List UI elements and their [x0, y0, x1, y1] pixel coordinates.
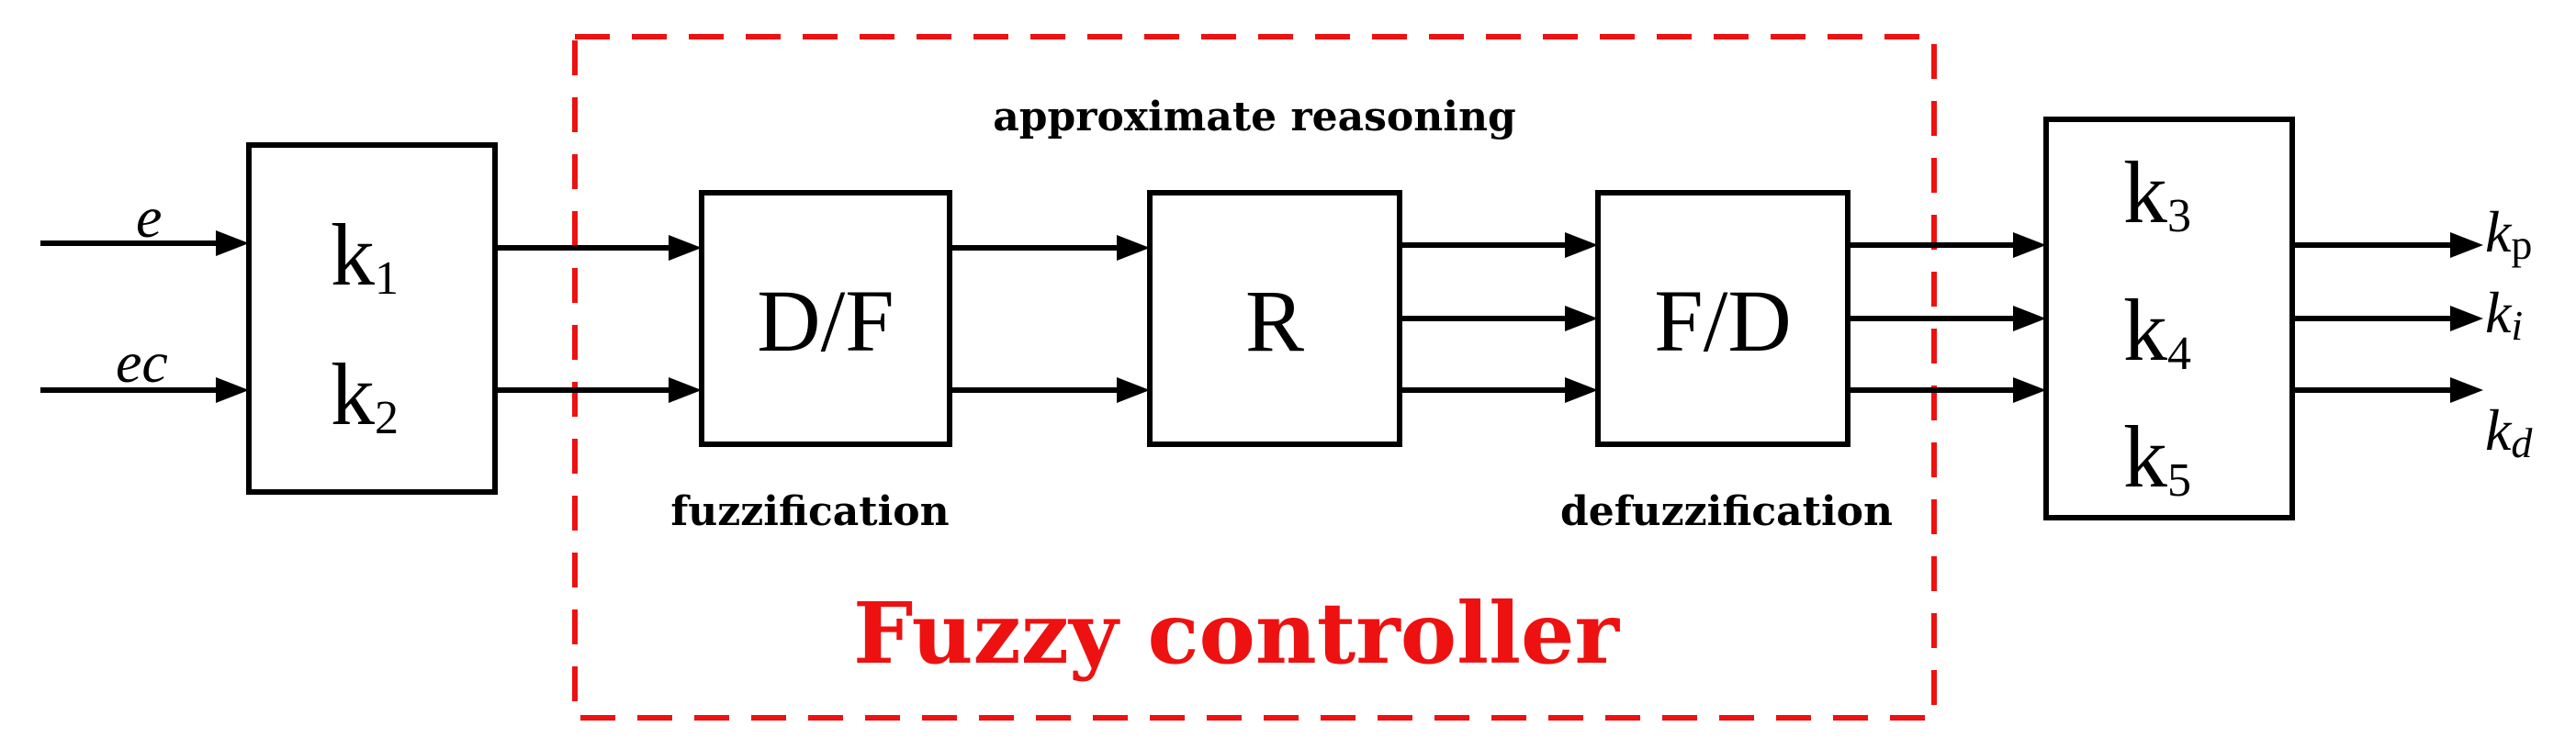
arrow-fd-to-k345-1-head: [2013, 232, 2046, 258]
output-ki-label: ki: [2485, 280, 2523, 349]
arrow-out-kp-head: [2450, 232, 2483, 258]
arrow-fd-to-k345-2-head: [2013, 306, 2046, 331]
input-ec-label: ec: [116, 330, 168, 395]
output-kp-label: kp: [2485, 199, 2532, 268]
arrow-out-ki-head: [2450, 306, 2483, 331]
arrow-out-kd-head: [2450, 377, 2483, 403]
gain-block-k1-k2: [246, 142, 498, 495]
fuzzification-block-label: D/F: [757, 272, 894, 370]
arrow-ec-to-k12-head: [216, 377, 249, 403]
arrow-k1-to-df-head: [669, 235, 702, 261]
fuzzification-block: [699, 190, 952, 447]
gain-k5-label: k5: [2123, 408, 2191, 507]
output-kd-label: kd: [2485, 397, 2533, 466]
gain-k2-label: k2: [331, 345, 399, 444]
defuzzification-caption: defuzzification: [1560, 488, 1893, 535]
arrow-r-to-fd-3-head: [1565, 377, 1598, 403]
arrow-r-to-fd-1-head: [1565, 232, 1598, 258]
gain-k4-label: k4: [2123, 281, 2191, 380]
defuzzification-block: [1595, 190, 1850, 447]
arrow-fd-to-k345-3-head: [2013, 377, 2046, 403]
fuzzification-caption: fuzzification: [670, 488, 949, 535]
input-e-label: e: [136, 184, 162, 250]
fuzzy-controller-title: Fuzzy controller: [853, 584, 1621, 683]
arrow-df-to-r-top-head: [1117, 235, 1150, 261]
gain-block-k3-k4-k5: [2043, 117, 2295, 520]
defuzzification-block-label: F/D: [1654, 272, 1791, 370]
gain-k1-label: k1: [331, 206, 399, 305]
arrow-df-to-r-bottom-head: [1117, 377, 1150, 403]
reasoning-block-label: R: [1245, 272, 1304, 370]
approximate-reasoning-caption: approximate reasoning: [993, 94, 1516, 140]
arrow-k2-to-df-head: [669, 377, 702, 403]
arrow-e-to-k12-head: [216, 230, 249, 256]
signal-arrows: [40, 230, 2483, 403]
reasoning-block: [1147, 190, 1402, 447]
arrow-r-to-fd-2-head: [1565, 306, 1598, 331]
gain-k3-label: k3: [2123, 143, 2191, 242]
